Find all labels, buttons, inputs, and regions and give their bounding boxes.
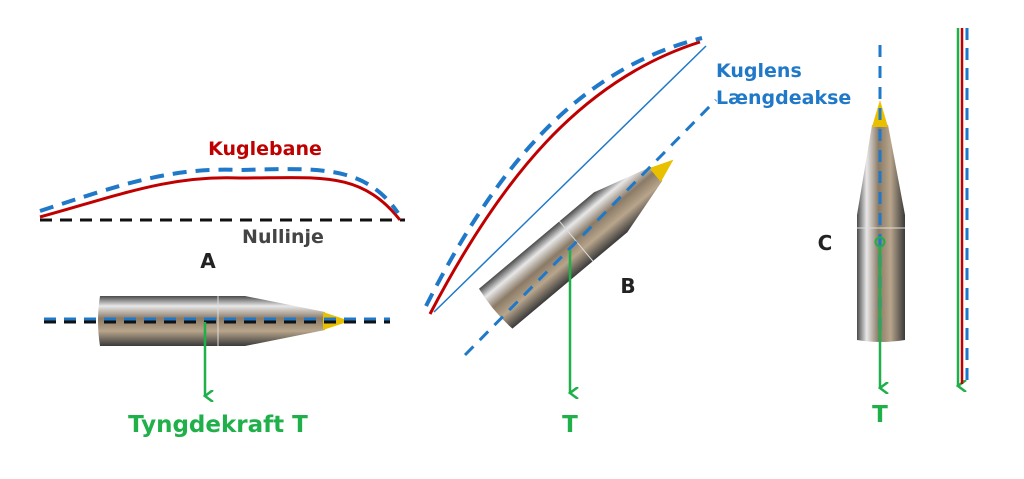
panel-a: Kuglebane Nullinje A Tyngdekraft T: [39, 138, 405, 438]
trajectory-curve-b: [428, 40, 701, 315]
axis-label-line2: Længdeakse: [716, 87, 851, 109]
longitudinal-axis-b: [463, 98, 718, 357]
axis-dashed-curve-b: [424, 36, 703, 307]
axis-line-b: [433, 45, 707, 313]
bullet-tip: [649, 159, 674, 182]
panel-a-label: A: [200, 249, 216, 273]
panel-b-label: B: [620, 274, 635, 298]
zero-line-label: Nullinje: [242, 226, 324, 248]
panel-c-label: C: [818, 231, 833, 255]
gravity-label-b: T: [562, 412, 578, 438]
bullet-tip: [323, 312, 350, 330]
panel-c: T C: [818, 28, 969, 428]
axis-label-line1: Kuglens: [716, 60, 802, 82]
axis-dashed-curve-a: [39, 167, 400, 215]
trajectory-label: Kuglebane: [208, 138, 322, 160]
gravity-label-c: T: [872, 402, 888, 428]
panel-b: T B Kuglens Længdeakse: [424, 36, 851, 438]
gravity-label-a: Tyngdekraft T: [128, 412, 308, 438]
trajectory-curve-a: [39, 176, 402, 221]
